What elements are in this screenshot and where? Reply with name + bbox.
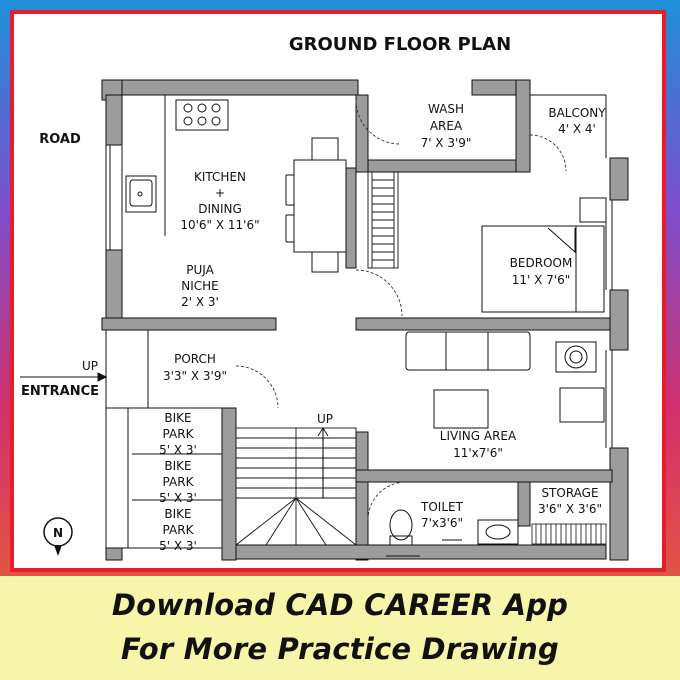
storage-shelf-icon bbox=[531, 523, 607, 545]
banner-line-1: Download CAD CAREER App bbox=[111, 588, 569, 622]
staircase-icon bbox=[235, 427, 357, 546]
svg-text:BEDROOM: BEDROOM bbox=[510, 256, 573, 270]
puja-niche-label: PUJA NICHE 2' X 3' bbox=[181, 263, 219, 309]
bottom-wall bbox=[235, 544, 607, 560]
svg-text:7' X 3'9": 7' X 3'9" bbox=[421, 136, 472, 150]
bed-icon bbox=[481, 197, 607, 313]
stove-icon bbox=[175, 99, 229, 131]
corner-bottom-left bbox=[105, 547, 123, 561]
svg-text:3'6" X 3'6": 3'6" X 3'6" bbox=[538, 502, 602, 516]
svg-text:11'x7'6": 11'x7'6" bbox=[453, 446, 503, 460]
svg-text:NICHE: NICHE bbox=[181, 279, 219, 293]
kitchen-counter bbox=[122, 94, 356, 236]
balcony-label: BALCONY 4' X 4' bbox=[548, 106, 606, 136]
svg-text:5' X 3': 5' X 3' bbox=[159, 491, 197, 505]
svg-text:3'3" X 3'9": 3'3" X 3'9" bbox=[163, 369, 227, 383]
wash-area-label: WASH AREA 7' X 3'9" bbox=[421, 102, 472, 150]
porch-label: PORCH 3'3" X 3'9" bbox=[163, 352, 227, 383]
bike-park-1-label: BIKE PARK 5' X 3' bbox=[159, 411, 197, 457]
entrance-up-label: UP bbox=[82, 359, 98, 373]
kitchen-label: KITCHEN + DINING 10'6" X 11'6" bbox=[180, 170, 259, 232]
svg-text:+: + bbox=[215, 186, 225, 200]
svg-text:5' X 3': 5' X 3' bbox=[159, 443, 197, 457]
porch-top-wall bbox=[101, 317, 277, 331]
svg-text:5' X 3': 5' X 3' bbox=[159, 539, 197, 553]
wash-left-wall bbox=[355, 94, 369, 173]
svg-text:AREA: AREA bbox=[430, 119, 463, 133]
toilet-top-wall bbox=[355, 469, 613, 483]
sofa-icon bbox=[405, 331, 605, 429]
ladder-icon bbox=[367, 171, 399, 269]
svg-text:PARK: PARK bbox=[163, 427, 195, 441]
right-wall-middle bbox=[609, 289, 629, 351]
svg-text:2' X 3': 2' X 3' bbox=[181, 295, 219, 309]
stair-bay-wall bbox=[345, 167, 357, 269]
storage-label: STORAGE 3'6" X 3'6" bbox=[538, 486, 602, 516]
banner-line-2: For More Practice Drawing bbox=[121, 632, 559, 666]
stair-right-wall bbox=[355, 431, 369, 561]
svg-text:BIKE: BIKE bbox=[164, 411, 191, 425]
door-swings bbox=[235, 99, 567, 521]
storage-left-wall bbox=[517, 481, 531, 527]
svg-text:STORAGE: STORAGE bbox=[541, 486, 598, 500]
svg-text:10'6" X 11'6": 10'6" X 11'6" bbox=[180, 218, 259, 232]
right-wall-lower bbox=[609, 447, 629, 561]
svg-text:7'x3'6": 7'x3'6" bbox=[421, 516, 463, 530]
svg-text:11' X 7'6": 11' X 7'6" bbox=[512, 273, 571, 287]
svg-text:LIVING AREA: LIVING AREA bbox=[440, 429, 517, 443]
entrance-label: ENTRANCE bbox=[21, 384, 99, 399]
svg-text:TOILET: TOILET bbox=[420, 500, 464, 514]
north-label: N bbox=[53, 526, 63, 540]
svg-text:BIKE: BIKE bbox=[164, 459, 191, 473]
svg-text:KITCHEN: KITCHEN bbox=[194, 170, 246, 184]
svg-text:PARK: PARK bbox=[163, 523, 195, 537]
bedroom-bottom-wall bbox=[355, 317, 613, 331]
stair-left-wall bbox=[221, 407, 237, 561]
toilet-label: TOILET 7'x3'6" bbox=[420, 500, 464, 530]
entrance-arrow-icon bbox=[20, 372, 108, 382]
floor-plan: GROUND FLOOR PLAN ROAD ENTRANCE UP UP N … bbox=[20, 34, 629, 561]
svg-text:PUJA: PUJA bbox=[186, 263, 214, 277]
dining-table-icon bbox=[285, 137, 347, 273]
toilet-icon bbox=[389, 509, 519, 546]
svg-text:BIKE: BIKE bbox=[164, 507, 191, 521]
right-wall-upper bbox=[609, 157, 629, 201]
svg-text:PORCH: PORCH bbox=[174, 352, 216, 366]
thin-lines bbox=[105, 94, 613, 560]
promo-banner: Download CAD CAREER App For More Practic… bbox=[0, 576, 680, 680]
wash-bottom-wall bbox=[355, 159, 531, 173]
svg-text:BALCONY: BALCONY bbox=[548, 106, 606, 120]
walls bbox=[101, 79, 629, 561]
svg-text:PARK: PARK bbox=[163, 475, 195, 489]
road-label: ROAD bbox=[39, 132, 81, 147]
bedroom-label: BEDROOM 11' X 7'6" bbox=[510, 256, 573, 287]
svg-text:WASH: WASH bbox=[428, 102, 464, 116]
svg-text:DINING: DINING bbox=[198, 202, 242, 216]
top-wall-left bbox=[101, 79, 359, 96]
stairs-up-label: UP bbox=[317, 412, 333, 426]
north-compass-icon bbox=[43, 517, 73, 556]
svg-text:4' X 4': 4' X 4' bbox=[558, 122, 596, 136]
left-wall-lower bbox=[105, 249, 123, 321]
sink-icon bbox=[125, 175, 157, 213]
bike-park-3-label: BIKE PARK 5' X 3' bbox=[159, 507, 197, 553]
bike-park-2-label: BIKE PARK 5' X 3' bbox=[159, 459, 197, 505]
wash-right-wall bbox=[515, 79, 531, 173]
living-area-label: LIVING AREA 11'x7'6" bbox=[440, 429, 517, 460]
plan-title: GROUND FLOOR PLAN bbox=[289, 34, 511, 55]
left-wall-upper bbox=[105, 94, 123, 146]
